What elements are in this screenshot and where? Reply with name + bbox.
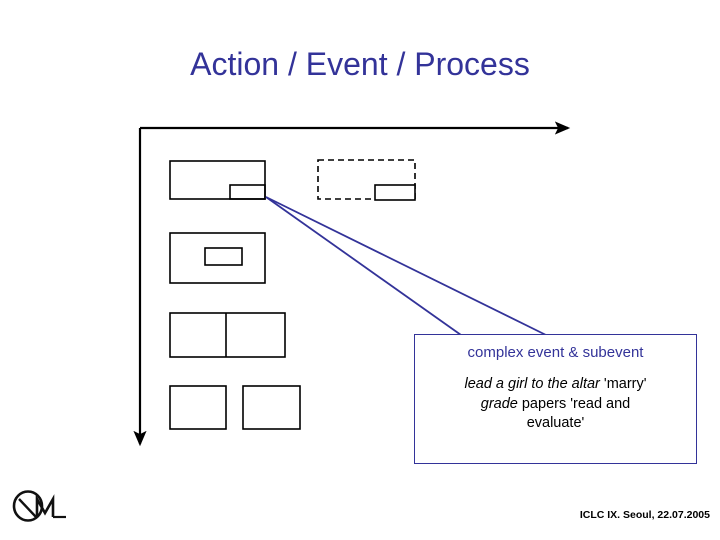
callout-line-1-plain: 'marry' <box>599 376 647 393</box>
footer-conference-note: ICLC IX. Seoul, 22.07.2005 <box>579 509 710 521</box>
connector-to-callout-left <box>265 196 462 336</box>
row-4-right-box <box>242 385 301 430</box>
page-title: Action / Event / Process <box>190 46 530 82</box>
connector-to-callout-mid <box>265 196 547 336</box>
row-3-phases-outer-box <box>169 312 286 358</box>
callout-body: lead a girl to the altar 'marry' grade p… <box>415 375 696 434</box>
callout-line-2: grade papers 'read and <box>421 395 690 415</box>
row-1-dashed-process-box <box>317 159 416 200</box>
row-2-event-outer-box <box>169 232 266 284</box>
callout-heading: complex event & subevent <box>467 344 644 361</box>
row-1-event-outer-box <box>169 160 266 200</box>
callout-line-3: evaluate' <box>421 414 690 434</box>
callout-line-3-plain: evaluate' <box>526 415 585 432</box>
logo-m-strokes <box>35 494 55 517</box>
row-4-left-box <box>169 385 227 430</box>
row-1-dashed-subevent-box <box>374 184 416 201</box>
callout-line-1: lead a girl to the altar 'marry' <box>421 375 690 395</box>
callout-line-1-italic: lead a girl to the altar <box>464 376 600 393</box>
row-1-subevent-box <box>229 184 266 200</box>
callout-line-2-italic: grade <box>480 395 518 412</box>
callout-box: complex event & subevent lead a girl to … <box>414 334 697 464</box>
logo-q-tail <box>18 498 37 518</box>
row-2-inner-subevent-box <box>204 247 243 266</box>
qlm-monogram-logo <box>12 490 66 522</box>
callout-line-2-plain: papers 'read and <box>517 395 631 412</box>
